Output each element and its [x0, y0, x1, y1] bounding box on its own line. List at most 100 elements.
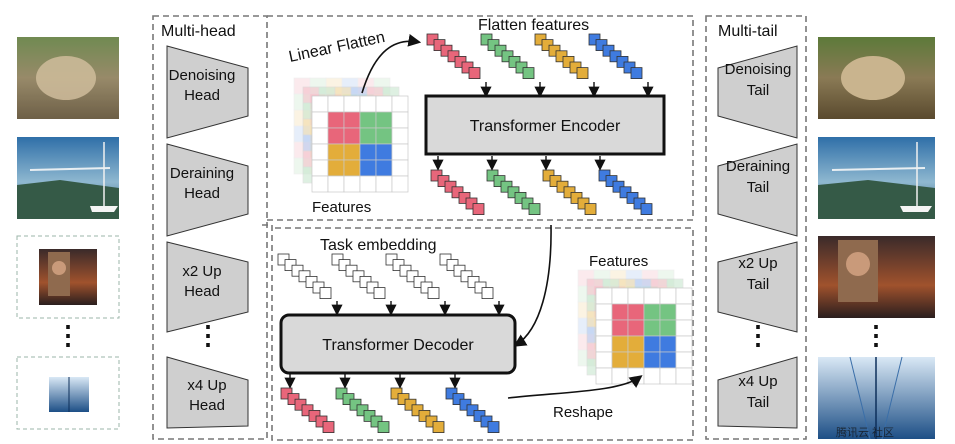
feature-cell	[643, 287, 661, 305]
feature-cell	[311, 175, 329, 193]
feature-cell	[659, 335, 677, 353]
right-images: ⋮ 腾讯云 社区	[818, 37, 935, 440]
feature-cell	[359, 175, 377, 193]
feature-cell	[391, 127, 409, 145]
feature-cell	[311, 95, 329, 113]
token	[640, 203, 653, 216]
token	[584, 203, 597, 216]
token	[528, 203, 541, 216]
feature-cell	[343, 175, 361, 193]
token	[487, 421, 500, 434]
decoder-label: Transformer Decoder	[322, 337, 474, 354]
heads: Denoising Head Deraining Head x2 Up Head…	[166, 45, 249, 429]
denoising-tail	[717, 45, 798, 139]
deraining-tail-line1: Deraining	[726, 158, 790, 175]
decoder-arrows	[284, 301, 505, 389]
denoising-output-image	[818, 37, 935, 119]
feature-cell	[595, 335, 613, 353]
feature-cell	[627, 287, 645, 305]
token	[522, 67, 535, 79]
feature-cell	[375, 159, 393, 177]
feature-cell	[327, 127, 345, 145]
token	[576, 67, 589, 79]
feature-cell	[375, 143, 393, 161]
feature-cell	[359, 143, 377, 161]
feature-cell	[391, 111, 409, 129]
feature-cell	[375, 175, 393, 193]
decoder-output-column	[280, 387, 335, 434]
deraining-tail	[717, 143, 798, 237]
deraining-head-line2: Head	[184, 185, 220, 202]
feature-layer	[595, 287, 693, 385]
token	[319, 287, 332, 300]
x2-up-head	[166, 241, 249, 333]
feature-cell	[311, 127, 329, 145]
task-embedding-label: Task embedding	[320, 237, 437, 254]
encoder-output-column	[430, 169, 485, 216]
features-grid-top	[293, 77, 409, 193]
left-images: ⋮	[16, 37, 120, 430]
reshape-arrow	[507, 375, 643, 399]
linear-flatten-label: Linear Flatten	[287, 29, 386, 66]
feature-cell	[343, 127, 361, 145]
token	[432, 421, 445, 434]
encoder-output-tokens	[430, 169, 653, 216]
encoder-label: Transformer Encoder	[470, 118, 621, 135]
feature-cell	[595, 351, 613, 369]
multi-tail-label: Multi-tail	[718, 23, 778, 40]
deraining-input-image	[17, 137, 119, 219]
feature-cell	[611, 303, 629, 321]
token	[481, 287, 494, 300]
encoder-to-decoder-arrow	[513, 224, 552, 347]
x2-input-image	[16, 235, 120, 319]
feature-cell	[611, 287, 629, 305]
task-embedding-column	[277, 253, 332, 300]
x2-up-tail-line2: Tail	[747, 276, 770, 293]
task-embedding-column	[331, 253, 386, 300]
feature-cell	[595, 367, 613, 385]
feature-cell	[343, 159, 361, 177]
reshape-label: Reshape	[553, 404, 613, 421]
feature-cell	[595, 287, 613, 305]
feature-cell	[375, 95, 393, 113]
deraining-output-image	[818, 137, 935, 219]
features-grid-bottom	[577, 269, 693, 385]
feature-cell	[611, 367, 629, 385]
x4-up-tail-line2: Tail	[747, 394, 770, 411]
flatten-features-label: Flatten features	[478, 17, 589, 34]
denoising-head-line2: Head	[184, 87, 220, 104]
decoder-output-tokens	[280, 387, 500, 434]
feature-cell	[391, 159, 409, 177]
feature-cell	[311, 111, 329, 129]
x4-input-image	[16, 356, 120, 430]
decoder-region	[262, 224, 694, 441]
watermark: 腾讯云 社区	[836, 425, 894, 439]
feature-cell	[643, 303, 661, 321]
x4-up-head-line2: Head	[189, 397, 225, 414]
decoder-output-column	[335, 387, 390, 434]
denoising-tail-line1: Denoising	[725, 61, 792, 78]
encoder-region	[267, 15, 694, 221]
x2-up-tail	[717, 241, 798, 333]
task-embedding-column	[385, 253, 440, 300]
feature-cell	[611, 351, 629, 369]
feature-cell	[643, 335, 661, 353]
feature-cell	[611, 319, 629, 337]
deraining-tail-line2: Tail	[747, 179, 770, 196]
feature-cell	[375, 127, 393, 145]
feature-cell	[391, 95, 409, 113]
decoder-output-column	[445, 387, 500, 434]
token	[468, 67, 481, 79]
deraining-head-line1: Deraining	[170, 165, 234, 182]
feature-cell	[391, 143, 409, 161]
feature-cell	[343, 111, 361, 129]
denoising-head-line1: Denoising	[169, 67, 236, 84]
feature-cell	[659, 367, 677, 385]
feature-cell	[627, 303, 645, 321]
feature-cell	[627, 319, 645, 337]
token	[472, 203, 485, 216]
feature-cell	[627, 335, 645, 353]
encoder-output-column	[542, 169, 597, 216]
head-ellipsis: ⋮	[195, 320, 221, 350]
